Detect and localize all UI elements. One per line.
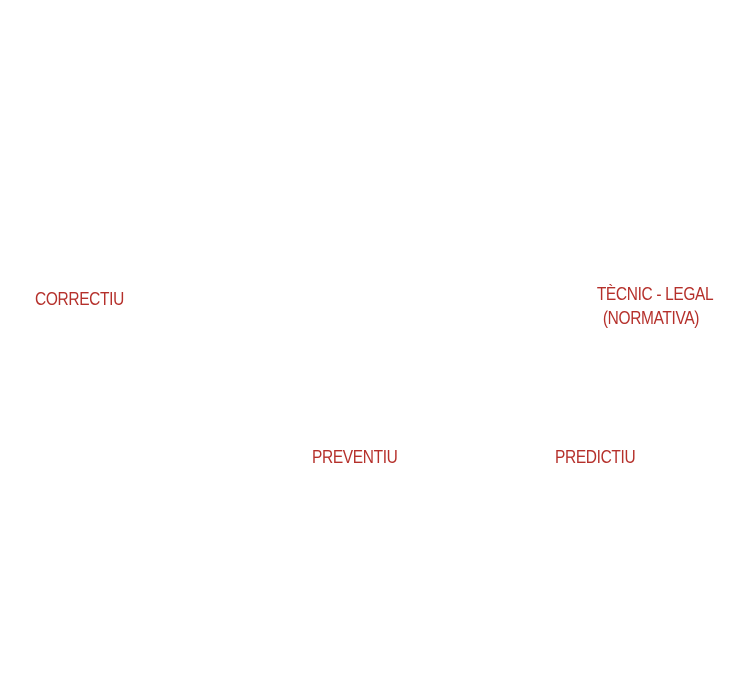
label-tecnic-legal-line1: TÈCNIC - LEGAL [596,284,714,304]
label-tecnic-legal-line2: (NORMATIVA) [602,308,700,328]
label-preventiu: PREVENTIU [312,447,398,467]
label-predictiu: PREDICTIU [555,447,636,467]
label-correctiu: CORRECTIU [35,289,124,309]
label-tecnic-legal: TÈCNIC - LEGAL (NORMATIVA) [596,282,714,330]
